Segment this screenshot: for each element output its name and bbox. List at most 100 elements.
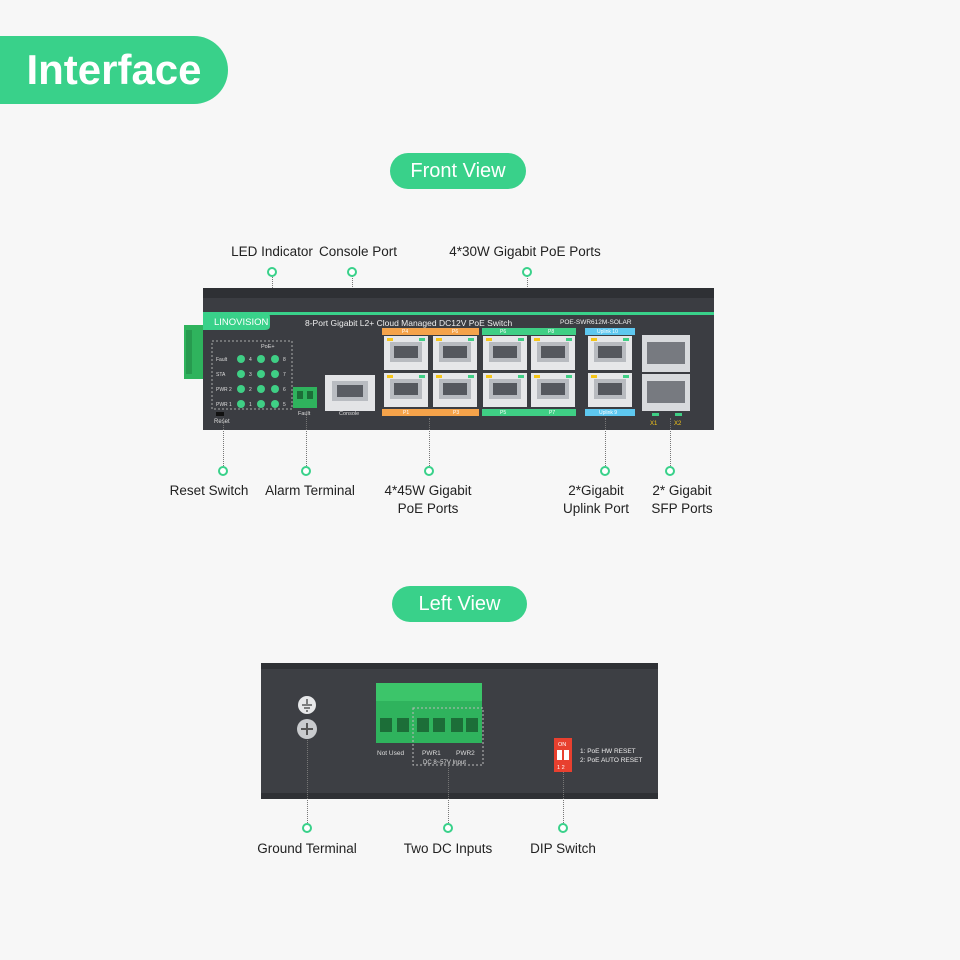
led-row-label: Fault <box>216 357 228 363</box>
model-label: POE-SWR612M-SOLAR <box>560 319 632 326</box>
port-color-bar <box>382 409 479 416</box>
dc-slot <box>451 718 463 732</box>
led-dot <box>237 370 245 378</box>
leader-line <box>429 418 430 470</box>
leader-line <box>307 740 308 827</box>
svg-text:Uplink 10: Uplink 10 <box>597 329 618 335</box>
callout-led-indicator: LED Indicator <box>231 244 313 259</box>
callout-dip-switch: DIP Switch <box>530 841 596 856</box>
reset-button <box>216 412 224 416</box>
callout-alarm-terminal: Alarm Terminal <box>265 483 355 498</box>
callout-dot <box>600 466 610 476</box>
port-color-bar <box>482 328 576 335</box>
device-description: 8-Port Gigabit L2+ Cloud Managed DC12V P… <box>305 318 512 328</box>
svg-text:P4: P4 <box>402 329 408 335</box>
callout-dot <box>558 823 568 833</box>
callout-console-port: Console Port <box>318 244 398 259</box>
svg-text:P6: P6 <box>452 329 458 335</box>
led-row-label: PWR 2 <box>216 387 232 393</box>
poe-ports-group <box>384 336 575 407</box>
callout-30w-poe-ports: 4*30W Gigabit PoE Ports <box>449 244 601 259</box>
led-number: 1 <box>249 402 252 408</box>
led-number: 3 <box>249 372 252 378</box>
pwr1-label: PWR1 <box>422 750 441 757</box>
led-dot <box>237 400 245 408</box>
callout-dot <box>424 466 434 476</box>
callout-two-dc-inputs: Two DC Inputs <box>403 841 493 856</box>
led-dot <box>271 370 279 378</box>
brand-label: LINOVISION <box>214 317 269 328</box>
left-device: Not Used PWR1 PWR2 DC 8~57V Input ON 1 2… <box>261 663 658 799</box>
dip-note-2: 2: PoE AUTO RESET <box>580 757 642 764</box>
dc-slot <box>397 718 409 732</box>
leader-line <box>448 766 449 827</box>
led-dot <box>271 385 279 393</box>
callout-ground-terminal: Ground Terminal <box>257 841 357 856</box>
svg-text:P6: P6 <box>500 329 506 335</box>
dip-switch <box>554 738 572 772</box>
uplink-color-bar <box>585 328 635 335</box>
dc-slot <box>433 718 445 732</box>
led-dot <box>257 355 265 363</box>
led-dot <box>257 370 265 378</box>
svg-text:Uplink 9: Uplink 9 <box>599 410 617 416</box>
svg-text:P3: P3 <box>453 410 459 416</box>
callout-dot <box>665 466 675 476</box>
leader-line <box>563 772 564 827</box>
uplink-ports-group <box>588 336 632 407</box>
pwr2-label: PWR2 <box>456 750 475 757</box>
sfp-x1-label: X1 <box>650 421 658 427</box>
brand-badge <box>203 312 270 330</box>
sfp-x2-label: X2 <box>674 421 682 427</box>
led-row-label: PWR 1 <box>216 402 232 408</box>
svg-text:P7: P7 <box>549 410 555 416</box>
callout-dot <box>302 823 312 833</box>
led-header: PoE+ <box>261 344 275 350</box>
led-number: 7 <box>283 372 286 378</box>
leader-line <box>223 418 224 470</box>
dc-input-label: DC 8~57V Input <box>423 760 466 766</box>
page-title: Interface <box>0 36 228 104</box>
svg-text:P8: P8 <box>548 329 554 335</box>
front-device: LINOVISION 8-Port Gigabit L2+ Cloud Mana… <box>184 288 714 430</box>
led-dot <box>271 355 279 363</box>
left-view-heading: Left View <box>392 586 527 622</box>
callout-dot <box>301 466 311 476</box>
front-view-heading: Front View <box>390 153 526 189</box>
led-dot <box>271 400 279 408</box>
callout-dot <box>218 466 228 476</box>
svg-text:P1: P1 <box>403 410 409 416</box>
dip-note-1: 1: PoE HW RESET <box>580 748 636 755</box>
callout-dot <box>522 267 532 277</box>
led-dot <box>257 385 265 393</box>
dc-slot <box>417 718 429 732</box>
port-color-bar <box>382 328 479 335</box>
alarm-terminal <box>293 387 317 408</box>
fault-label: Fault <box>298 411 311 417</box>
leader-line <box>605 418 606 470</box>
led-frame <box>211 340 293 410</box>
console-label: Console <box>339 411 359 417</box>
led-number: 5 <box>283 402 286 408</box>
led-dot <box>257 400 265 408</box>
svg-text:P5: P5 <box>500 410 506 416</box>
led-number: 8 <box>283 357 286 363</box>
reset-label: Reset <box>214 419 230 425</box>
callout-reset-switch: Reset Switch <box>169 483 249 498</box>
uplink-color-bar <box>585 409 635 416</box>
dip-numbers: 1 2 <box>557 765 565 771</box>
led-dot <box>237 385 245 393</box>
led-number: 2 <box>249 387 252 393</box>
dc-slot <box>466 718 478 732</box>
callout-dot <box>443 823 453 833</box>
led-number: 4 <box>249 357 252 363</box>
port-color-bar <box>482 409 576 416</box>
led-row-label: STA <box>216 372 226 378</box>
leader-line <box>306 411 307 470</box>
not-used-label: Not Used <box>377 750 404 757</box>
dc-slot <box>380 718 392 732</box>
callout-dot <box>347 267 357 277</box>
